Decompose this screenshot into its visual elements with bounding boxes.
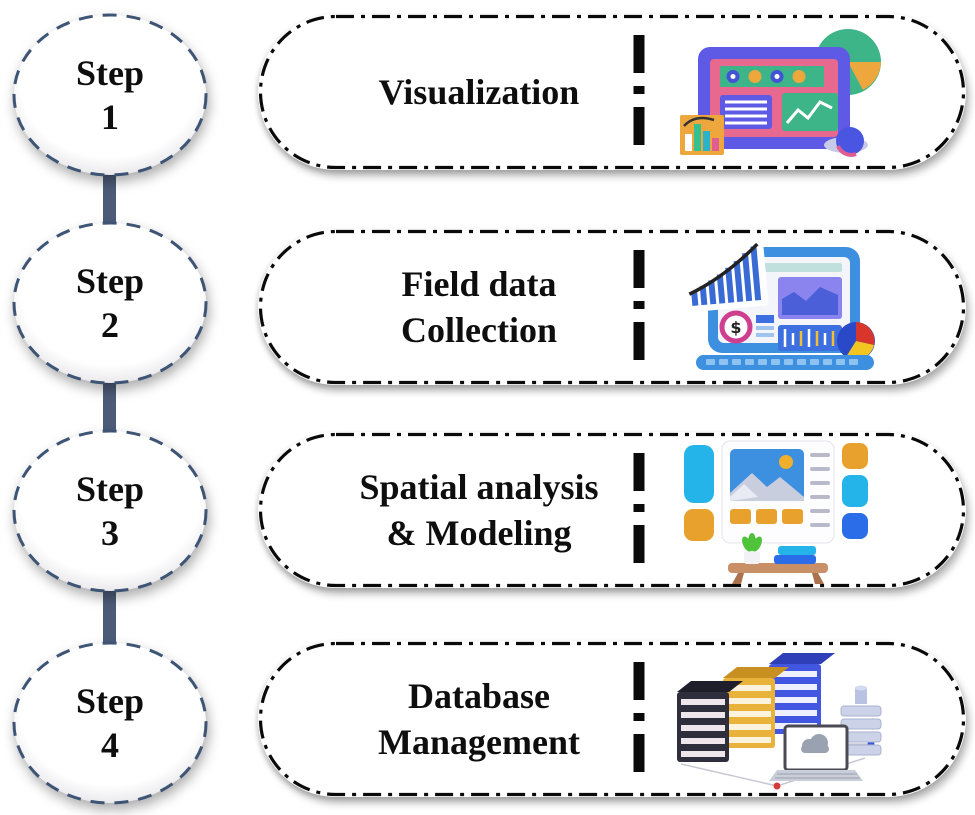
pill-title-line: Database	[408, 676, 550, 716]
step-number: 2	[101, 305, 119, 345]
pill-title: Field data Collection	[318, 229, 640, 385]
dash-dot-divider	[633, 250, 645, 364]
svg-text:$: $	[730, 318, 741, 337]
step-word: Step	[75, 53, 144, 93]
dashed-circle-shape	[12, 221, 208, 385]
step-circle-4: Step 4	[10, 638, 210, 808]
step-number: 3	[101, 513, 119, 553]
step-word: Step	[75, 261, 144, 301]
step-connector-line	[103, 95, 116, 725]
step-pill-database-management: Database Management	[258, 641, 966, 797]
database-servers-icon	[656, 641, 894, 797]
step-circle-3: Step 3	[10, 426, 210, 596]
pill-title-line: Collection	[401, 310, 557, 350]
dashed-circle-shape	[12, 429, 208, 593]
spatial-analysis-modeling-icon	[656, 432, 894, 588]
step-word: Step	[75, 681, 144, 721]
step-circle-label: Step 2	[10, 218, 210, 388]
step-number: 4	[101, 725, 119, 765]
step-pill-visualization: Visualization	[258, 14, 966, 170]
pill-title: Spatial analysis & Modeling	[318, 432, 640, 588]
step-circle-1: Step 1	[10, 10, 210, 180]
dash-dot-divider	[633, 35, 645, 149]
dash-dot-divider	[633, 453, 645, 567]
step-pill-spatial-analysis-modeling: Spatial analysis & Modeling	[258, 432, 966, 588]
step-circle-label: Step 1	[10, 10, 210, 180]
step-pill-field-data-collection: Field data Collection $	[258, 229, 966, 385]
pill-title-line: & Modeling	[386, 513, 572, 553]
laptop-field-data-icon: $	[656, 229, 894, 385]
pill-title-line: Field data	[401, 264, 557, 304]
step-circle-label: Step 4	[10, 638, 210, 808]
step-circle-label: Step 3	[10, 426, 210, 596]
pill-title-line: Spatial analysis	[359, 467, 599, 507]
dashboard-visualization-icon	[656, 14, 894, 170]
pill-title: Visualization	[318, 14, 640, 170]
step-number: 1	[101, 97, 119, 137]
pill-title-line: Visualization	[378, 72, 580, 112]
dashed-circle-shape	[12, 641, 208, 805]
dashed-circle-shape	[12, 13, 208, 177]
pill-title: Database Management	[318, 641, 640, 797]
pill-title-line: Management	[378, 722, 580, 762]
dash-dot-divider	[633, 662, 645, 776]
step-word: Step	[75, 469, 144, 509]
step-circle-2: Step 2	[10, 218, 210, 388]
